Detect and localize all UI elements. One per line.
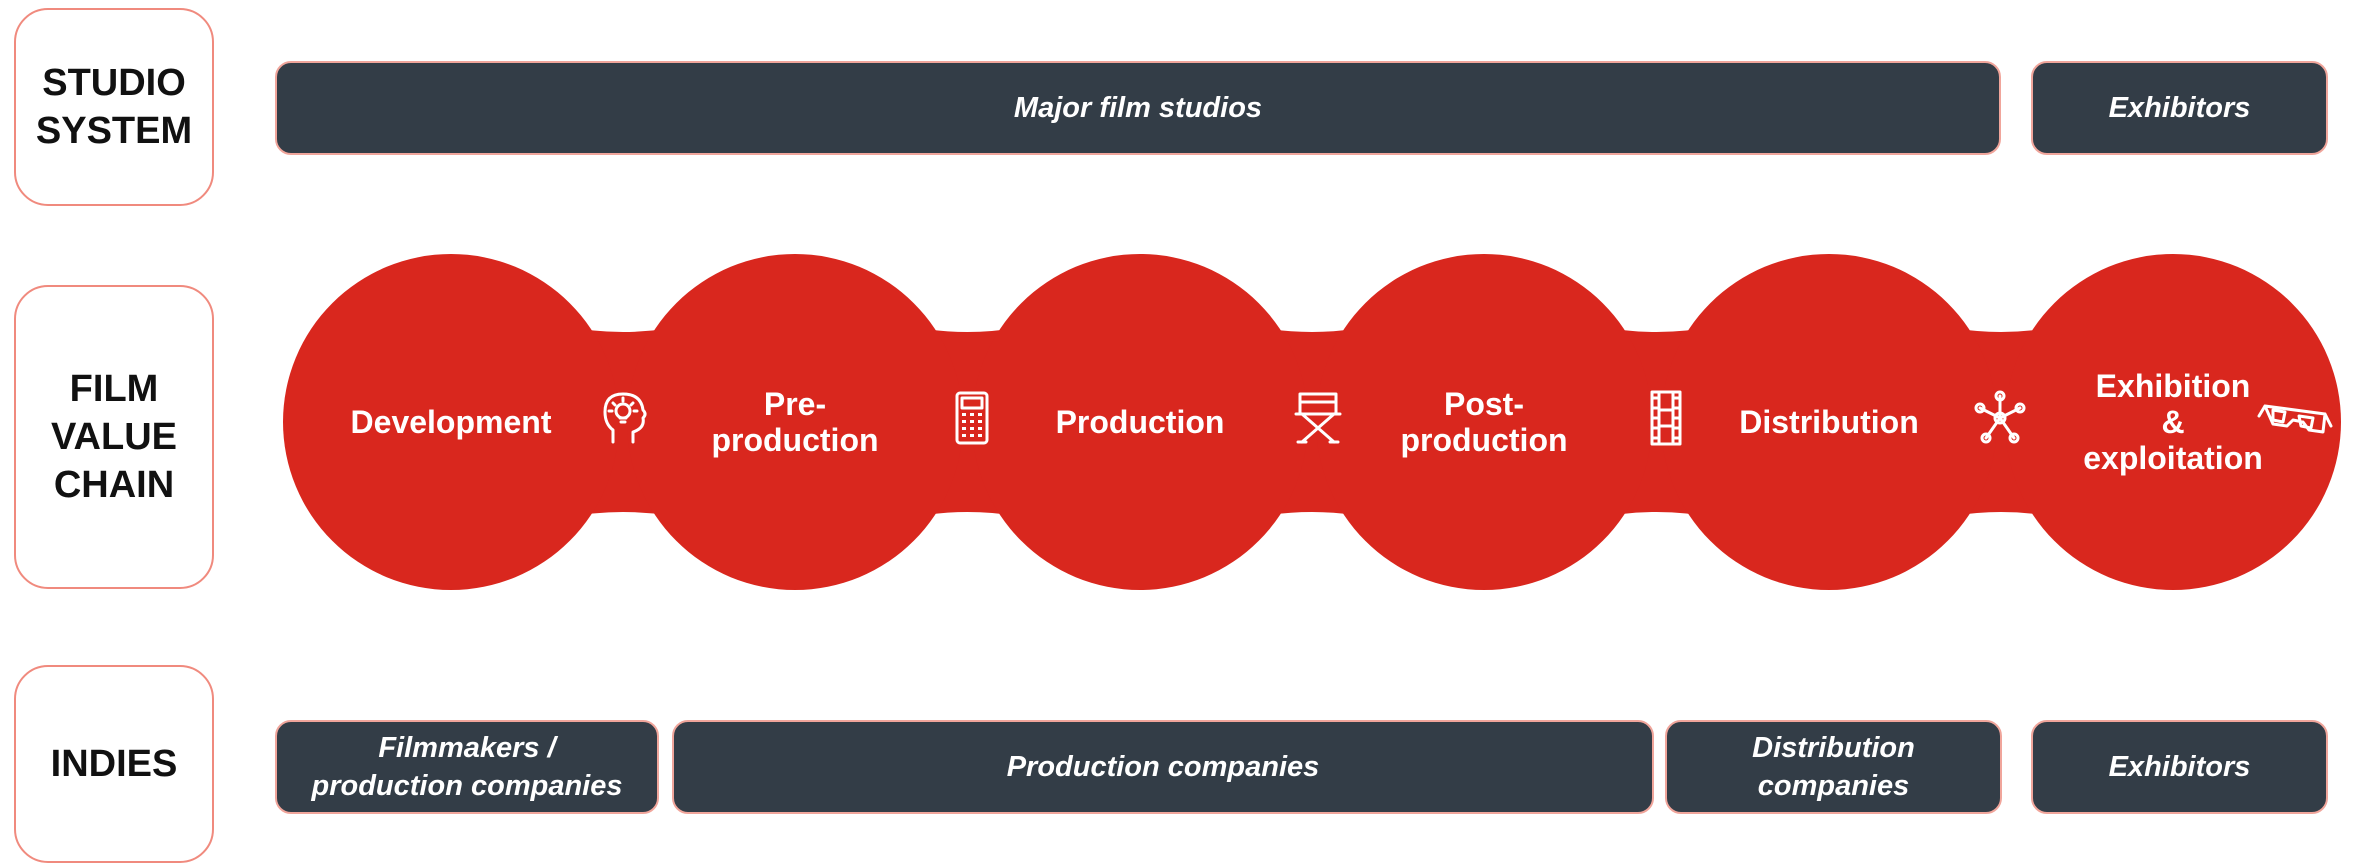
bar-label: Exhibitors	[2108, 92, 2251, 124]
stage-label: Post- production	[1400, 386, 1568, 458]
calculator-icon	[955, 391, 989, 445]
bar-major-film-studios: Major film studios	[275, 61, 2001, 155]
stage-circle	[627, 254, 963, 590]
stage-circle	[1661, 254, 1997, 590]
film-strip-icon	[1650, 390, 1682, 446]
row-label-indies: INDIES	[14, 665, 214, 863]
stage-circle	[972, 254, 1308, 590]
row-label-text: STUDIO SYSTEM	[35, 62, 193, 152]
bar-filmmakers: Filmmakers / production companies	[275, 720, 659, 814]
row-label-text: FILM VALUE CHAIN	[51, 368, 177, 506]
row-label-film-value-chain: FILM VALUE CHAIN	[14, 285, 214, 589]
bar-studio-exhibitors: Exhibitors	[2031, 61, 2328, 155]
network-icon	[1974, 390, 2026, 444]
bar-label: Filmmakers / production companies	[311, 732, 623, 802]
stage-label: Production	[1055, 404, 1225, 440]
bar-label: Production companies	[1006, 751, 1320, 783]
stage-label: Exhibition & exploitation	[2083, 368, 2263, 476]
stage-label: Pre- production	[711, 386, 879, 458]
stage-circle	[1316, 254, 1652, 590]
bar-distribution-companies: Distribution companies	[1665, 720, 2002, 814]
bar-label: Major film studios	[1013, 92, 1263, 124]
3d-glasses-icon	[2257, 404, 2333, 434]
stage-label: Distribution	[1739, 404, 1919, 440]
stage-circle	[2005, 254, 2341, 590]
bar-label: Exhibitors	[2108, 751, 2251, 783]
row-label-text: INDIES	[50, 743, 178, 785]
row-label-studio-system: STUDIO SYSTEM	[14, 8, 214, 206]
bar-production-companies: Production companies	[672, 720, 1654, 814]
stage-circle	[283, 254, 619, 590]
director-chair-icon	[1294, 392, 1342, 444]
stage-label: Development	[350, 404, 552, 440]
lightbulb-head-icon	[603, 392, 647, 444]
bar-indie-exhibitors: Exhibitors	[2031, 720, 2328, 814]
bar-label: Distribution companies	[1752, 732, 1915, 802]
